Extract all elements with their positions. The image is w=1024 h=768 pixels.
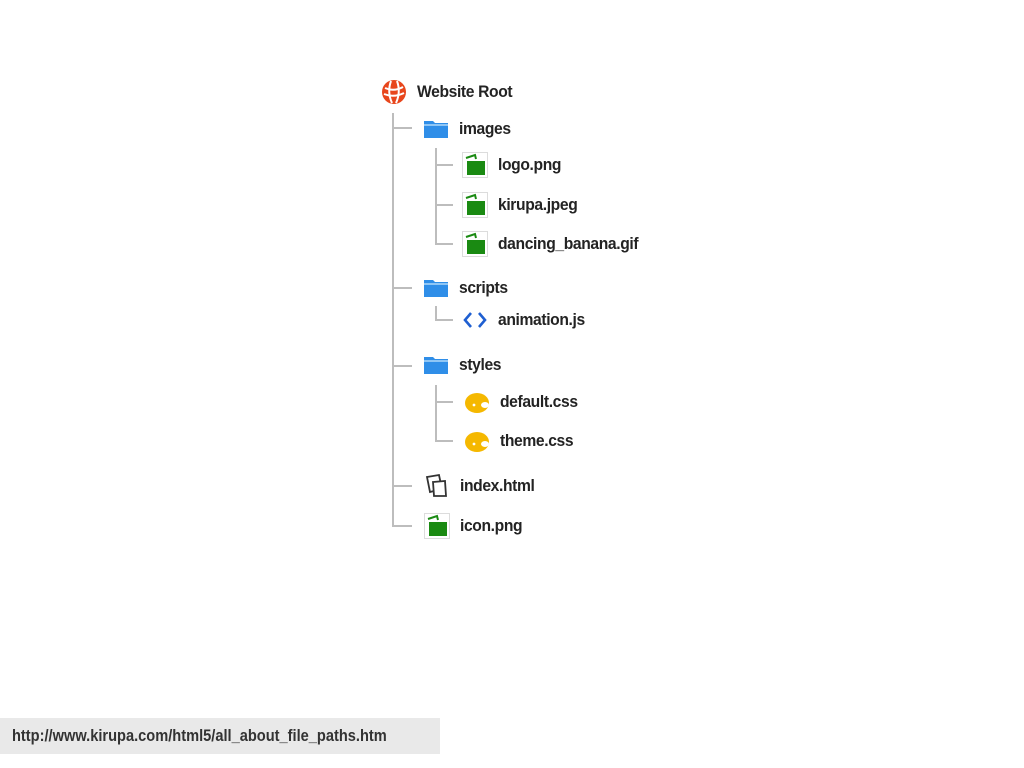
folder-images: images [423,114,515,144]
source-url-bar: http://www.kirupa.com/html5/all_about_fi… [0,718,440,754]
tree-connector [392,485,412,487]
file-label: kirupa.jpeg [498,195,578,214]
tree-connector [392,113,394,527]
folder-scripts: scripts [423,273,512,303]
folder-label: images [459,119,511,138]
tree-connector [392,127,412,129]
tree-connector [435,204,453,206]
file-label: animation.js [498,310,585,329]
file-label: index.html [460,476,535,495]
file-default-css: default.css [464,387,584,417]
image-file-icon [462,231,488,257]
html-page-icon [424,473,450,499]
tree-connector [392,365,412,367]
folder-icon [423,352,449,378]
image-file-icon [424,513,450,539]
image-file-icon [462,192,488,218]
tree-connector [435,306,437,320]
tree-connector [435,243,453,245]
folder-label: styles [459,355,502,374]
palette-icon [464,389,490,415]
file-index-html: index.html [424,471,541,501]
tree-root: Website Root [381,77,521,107]
tree-connector [392,525,412,527]
file-logo-png: logo.png [462,150,567,180]
file-label: dancing_banana.gif [498,234,639,253]
file-icon-png: icon.png [424,511,528,541]
folder-label: scripts [459,278,508,297]
globe-icon [381,79,407,105]
code-icon [462,307,488,333]
palette-icon [464,428,490,454]
tree-connector [435,385,437,441]
file-animation-js: animation.js [462,305,592,335]
file-label: icon.png [460,516,523,535]
tree-connector [435,401,453,403]
tree-connector [435,164,453,166]
folder-styles: styles [423,350,505,380]
file-theme-css: theme.css [464,426,580,456]
file-label: logo.png [498,155,562,174]
file-label: theme.css [500,431,574,450]
image-file-icon [462,152,488,178]
folder-icon [423,275,449,301]
tree-connector [435,440,453,442]
source-url[interactable]: http://www.kirupa.com/html5/all_about_fi… [12,726,387,745]
tree-connector [435,148,437,244]
file-label: default.css [500,392,578,411]
tree-connector [392,287,412,289]
file-kirupa-jpeg: kirupa.jpeg [462,190,584,220]
file-dancing-banana-gif: dancing_banana.gif [462,229,650,259]
folder-icon [423,116,449,142]
tree-connector [435,319,453,321]
root-label: Website Root [417,82,513,101]
